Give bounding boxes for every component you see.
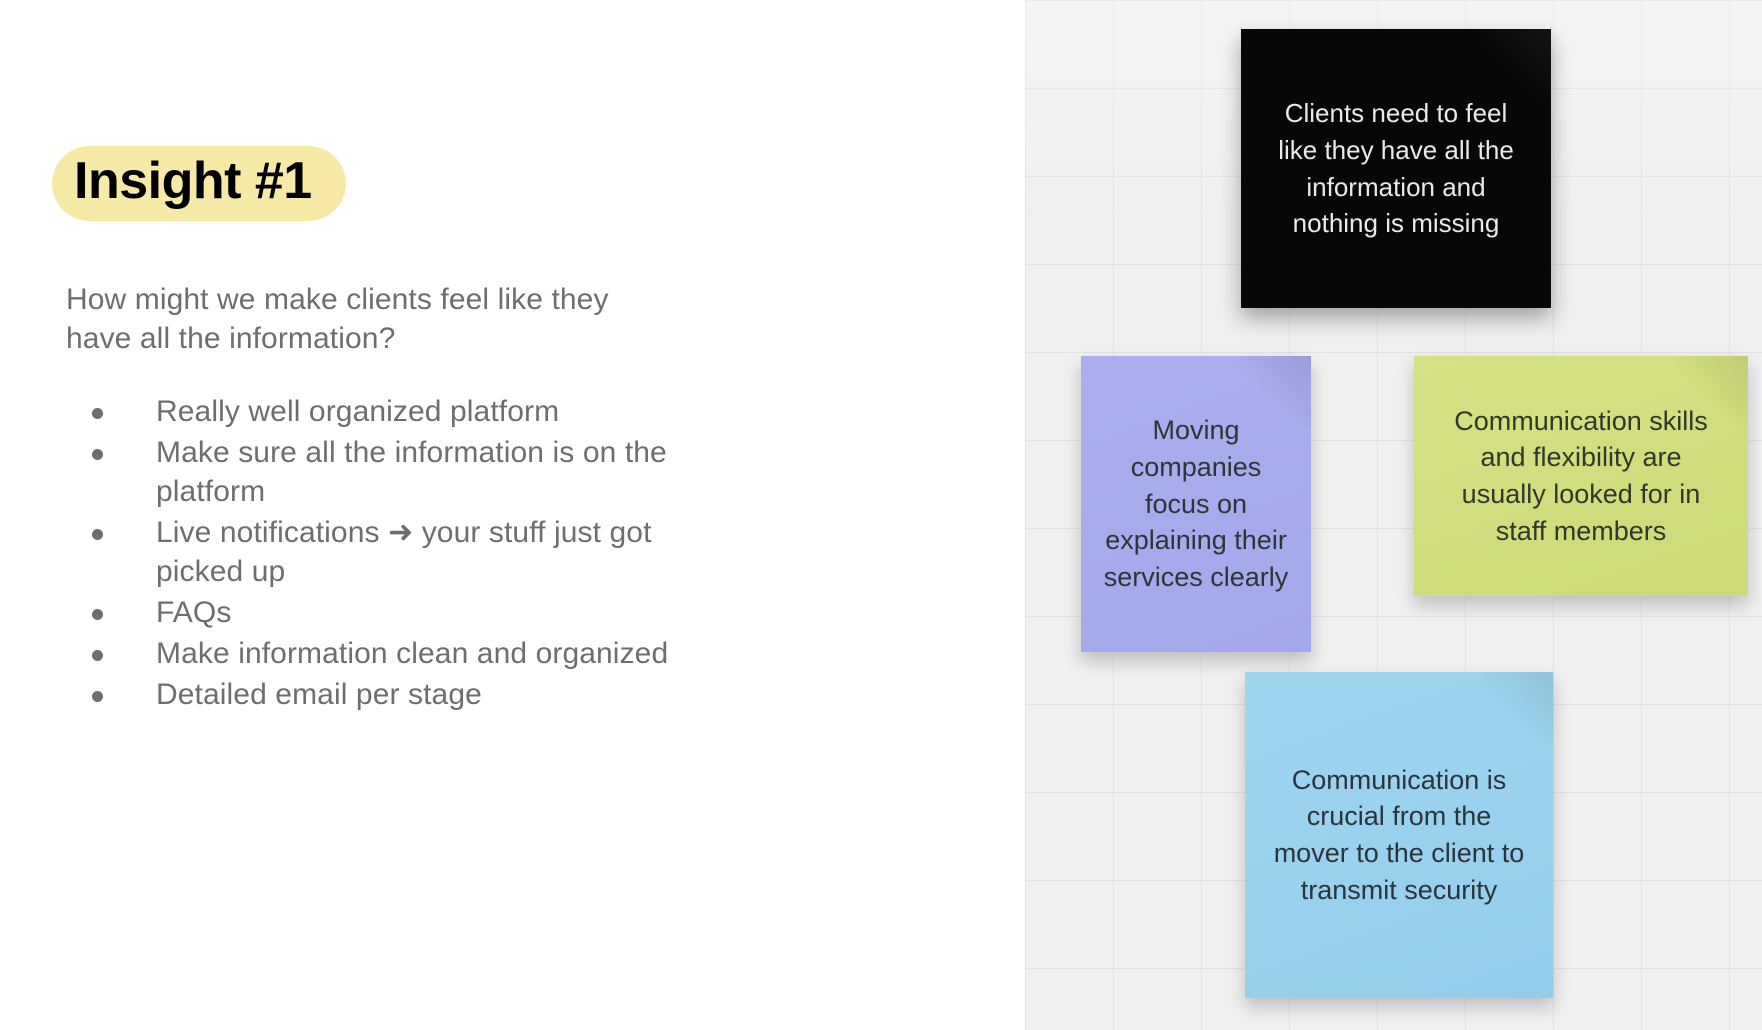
sticky-note-text: Communication is crucial from the mover …: [1273, 764, 1525, 905]
note-corner-fold-icon: [1479, 29, 1551, 101]
list-item-text: Detailed email per stage: [156, 678, 482, 711]
list-item-text: Make information clean and organized: [156, 637, 669, 670]
note-corner-fold-icon: [1481, 672, 1553, 744]
sticky-note-blue: Communication is crucial from the mover …: [1245, 672, 1553, 998]
sticky-note-green: Communication skills and flexibility are…: [1414, 356, 1748, 596]
sticky-note-black: Clients need to feel like they have all …: [1241, 29, 1551, 308]
list-item: FAQs: [84, 593, 704, 632]
sticky-note-text: Moving companies focus on explaining the…: [1103, 415, 1289, 593]
bullet-dot-icon: [92, 650, 103, 661]
bullet-dot-icon: [92, 408, 103, 419]
list-item-text: Live notifications ➜ your stuff just got…: [156, 516, 652, 588]
insight-text-panel: Insight #1 How might we make clients fee…: [52, 146, 704, 716]
insight-question: How might we make clients feel like they…: [66, 283, 609, 355]
page-title: Insight #1: [52, 146, 346, 221]
list-item-text: Make sure all the information is on the …: [156, 436, 667, 508]
bullet-dot-icon: [92, 529, 103, 540]
list-item: Detailed email per stage: [84, 675, 704, 714]
list-item-text: FAQs: [156, 596, 232, 629]
list-item: Make sure all the information is on the …: [84, 433, 704, 511]
list-item: Live notifications ➜ your stuff just got…: [84, 513, 704, 591]
list-item-text: Really well organized platform: [156, 395, 560, 428]
whiteboard-panel: Clients need to feel like they have all …: [1025, 0, 1762, 1030]
page-title-text: Insight #1: [74, 152, 312, 210]
list-item: Make information clean and organized: [84, 634, 704, 673]
list-item: Really well organized platform: [84, 392, 704, 431]
bullet-dot-icon: [92, 449, 103, 460]
bullet-dot-icon: [92, 609, 103, 620]
bullet-dot-icon: [92, 691, 103, 702]
title-highlight-pill: Insight #1: [52, 146, 346, 221]
sticky-note-text: Communication skills and flexibility are…: [1454, 405, 1708, 546]
sticky-note-purple: Moving companies focus on explaining the…: [1081, 356, 1311, 652]
insight-bullet-list: Really well organized platform Make sure…: [84, 392, 704, 716]
sticky-note-text: Clients need to feel like they have all …: [1278, 97, 1514, 239]
